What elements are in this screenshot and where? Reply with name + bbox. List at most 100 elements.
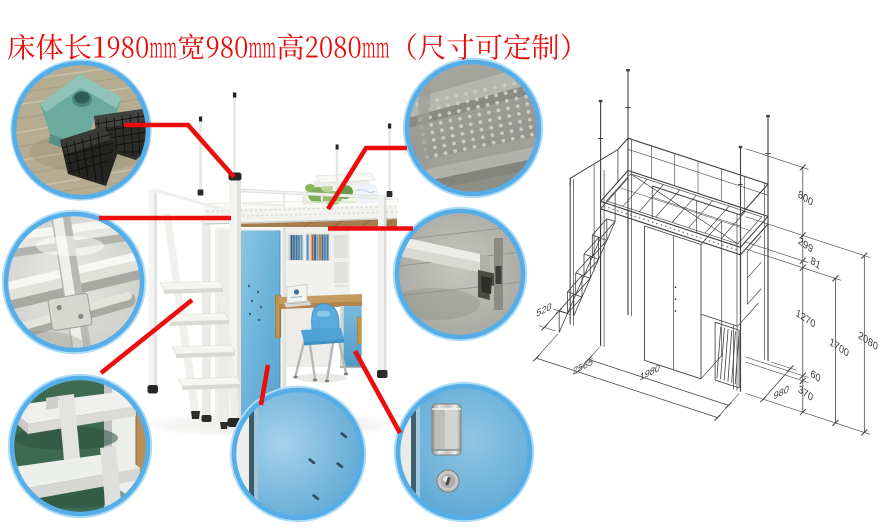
dim-1980: 1980 — [639, 362, 661, 383]
dimension-tick — [832, 419, 839, 427]
callout-lines — [99, 122, 413, 435]
drawing-line — [716, 326, 722, 379]
drawing-line — [598, 237, 607, 241]
drawing-line — [745, 241, 809, 263]
drawing-line — [536, 357, 718, 418]
drawing-line — [583, 259, 599, 276]
drawing-dot — [708, 240, 711, 242]
drawing-dot — [717, 243, 720, 245]
callout-line-foot-pads — [124, 122, 236, 179]
drawing-line — [627, 137, 769, 185]
drawing-line — [558, 237, 601, 333]
drawing-line — [575, 256, 591, 274]
laptop — [284, 284, 312, 308]
drawing-dot — [730, 247, 733, 249]
bed-back-post-foot — [201, 415, 212, 422]
drawing-dot — [674, 286, 677, 289]
step-close-up — [13, 392, 140, 513]
drawing-dot — [726, 245, 728, 248]
dim-980: 980 — [773, 384, 790, 403]
drawing-dot — [656, 222, 658, 225]
drawing-line — [747, 288, 762, 305]
drawing-dot — [739, 250, 742, 252]
drawing-line — [745, 356, 809, 378]
drawing-line — [592, 234, 601, 239]
drawing-line — [575, 277, 591, 295]
net-poles — [197, 92, 393, 197]
drawing-dot — [603, 205, 606, 208]
drawing-line — [737, 216, 763, 245]
drawing-line — [762, 368, 791, 400]
drawing-line — [575, 272, 585, 277]
callout-circle-door-handle — [393, 381, 535, 523]
dim-2565: 2565 — [572, 356, 594, 377]
drawing-line — [745, 361, 809, 383]
drawing-line — [745, 393, 871, 435]
drawing-dot — [713, 241, 715, 244]
drawing-dot — [678, 230, 680, 232]
drawing-dot — [625, 212, 628, 215]
drawing-line — [592, 240, 608, 258]
drawing-line — [644, 225, 702, 245]
page-title-glyphs — [7, 33, 570, 61]
drawing-dot — [660, 224, 663, 226]
books — [288, 234, 329, 261]
drawing-line — [569, 149, 619, 179]
dimension-tick — [532, 354, 540, 362]
drawing-line — [655, 189, 681, 218]
wardrobe-vent-holes — [247, 284, 263, 322]
drawing-line — [747, 262, 762, 279]
drawing-line — [600, 200, 741, 248]
drawing-line — [581, 275, 591, 279]
drawing-line — [630, 173, 763, 218]
drawing-line — [600, 221, 616, 239]
drawing-line — [592, 218, 608, 236]
drawing-dot — [722, 244, 724, 246]
callout-circle-vent-panel — [229, 385, 367, 523]
detail-callouts — [1, 57, 544, 523]
dim-800: 800 — [797, 189, 814, 209]
drawing-dot — [643, 218, 645, 221]
drawing-line — [714, 321, 740, 331]
drawing-dot — [647, 220, 650, 222]
drawing-line — [731, 331, 736, 383]
drawing-line — [630, 173, 739, 245]
drawing-line — [622, 178, 648, 207]
callout-line-vent-panel — [258, 364, 271, 406]
dimension-tick — [725, 402, 732, 409]
drawing-line — [745, 216, 871, 258]
drawing-dot — [673, 228, 676, 231]
drawing-line — [745, 148, 809, 170]
drawing-dot — [621, 211, 623, 213]
drawing-line — [723, 329, 729, 381]
drawing-dot — [616, 209, 619, 212]
drawing-line — [740, 183, 769, 216]
drawing-line — [652, 196, 741, 227]
drawing-line — [573, 293, 583, 298]
drawing-line — [600, 177, 629, 210]
drawing-dot — [695, 235, 698, 238]
drawing-dot — [634, 215, 636, 218]
drawing-line — [721, 211, 746, 239]
drawing-line — [740, 223, 769, 256]
callout-circle-foot-pads — [10, 59, 152, 201]
ladder-treads — [159, 280, 242, 390]
drawing-line — [740, 216, 769, 248]
drawing-dot — [638, 217, 641, 219]
dimension-tick — [555, 307, 563, 315]
drawing-line — [688, 200, 713, 229]
dimension-tick — [541, 324, 548, 331]
dim-60: 60 — [809, 368, 821, 385]
drawing-line — [600, 170, 629, 202]
dim-370: 370 — [797, 384, 814, 404]
drawing-dot — [669, 227, 671, 229]
drawing-line — [720, 327, 725, 380]
drawing-dot — [612, 208, 614, 211]
drawing-line — [700, 220, 722, 245]
drawing-line — [734, 332, 740, 385]
dim-299: 299 — [797, 236, 814, 256]
dimension-tick — [759, 395, 767, 403]
drawing-line — [538, 325, 556, 332]
